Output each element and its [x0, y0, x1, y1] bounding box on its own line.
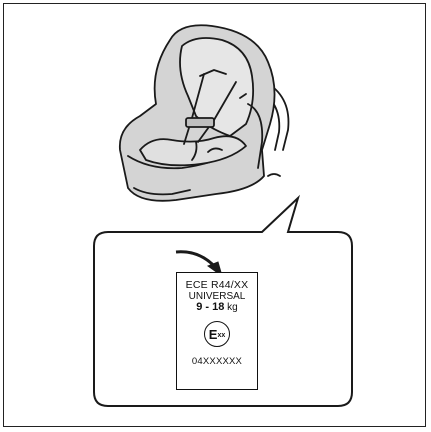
child-seat: [120, 25, 289, 201]
approval-number: 04XXXXXX: [177, 356, 257, 367]
regulation-text: ECE R44/XX: [177, 280, 257, 291]
weight-range-text: 9 - 18 kg: [177, 302, 257, 313]
